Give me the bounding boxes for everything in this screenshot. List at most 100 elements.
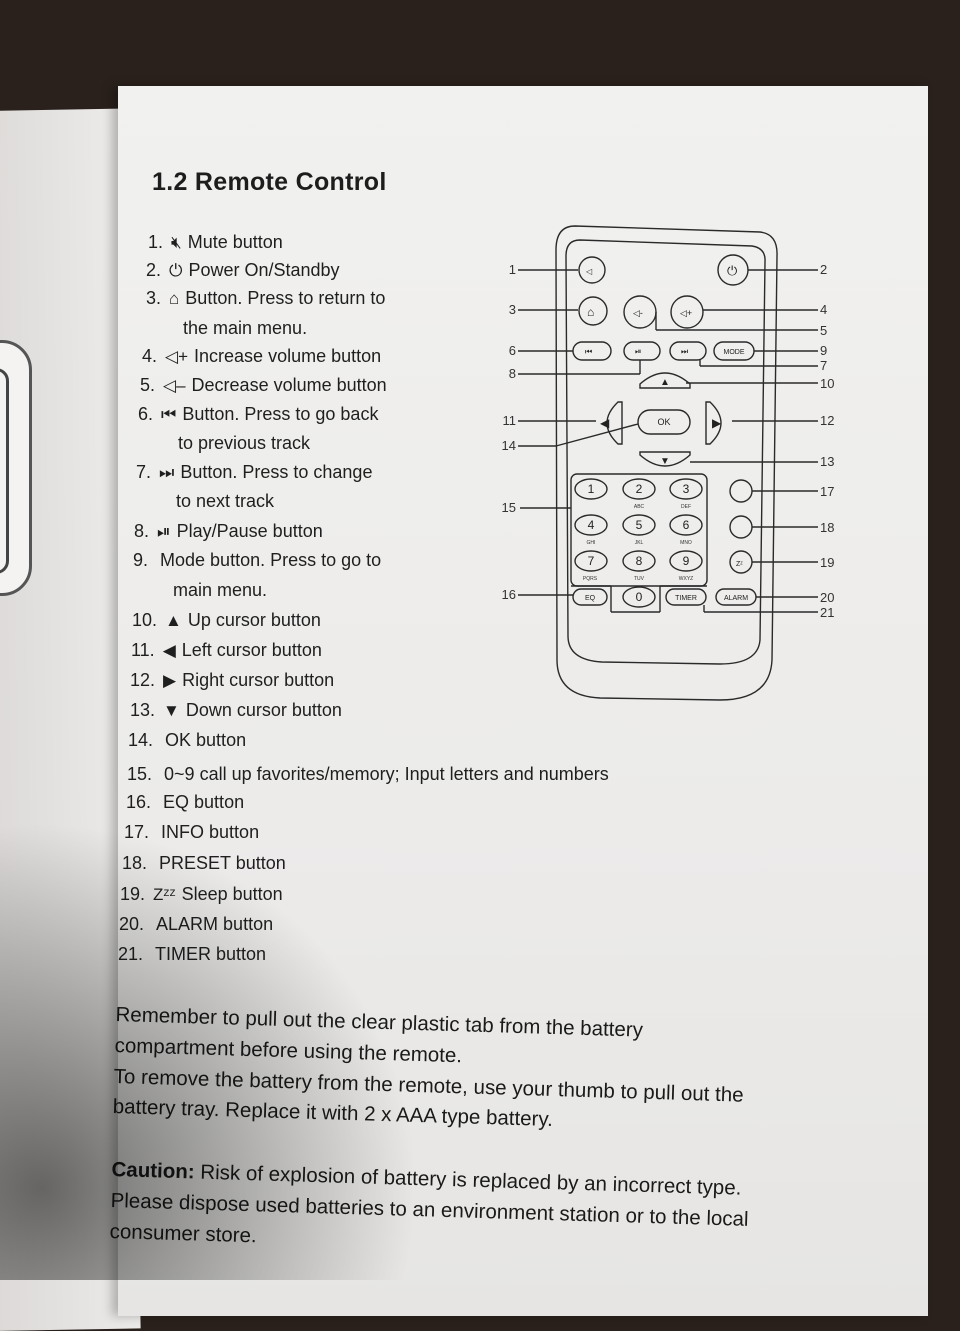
timer-button [665,588,707,606]
item-number: 1. [148,232,164,252]
item-continuation: main menu. [173,580,268,600]
svg-text:▶: ▶ [712,416,722,430]
svg-text:◁-: ◁- [633,308,643,318]
svg-text:Zᶻ: Zᶻ [736,561,743,568]
list-item: 14. OK button [128,730,246,751]
next-button [669,341,707,361]
battery-note: Remember to pull out the clear plastic t… [112,1000,745,1142]
svg-text:⏯: ⏯ [635,347,641,356]
play-pause-icon: ⏯ [157,522,171,541]
down-arrow-icon: ▼ [163,701,180,720]
svg-text:⌂: ⌂ [587,305,594,319]
item-text: Power On/Standby [188,260,340,280]
list-item: 11.◀Left cursor button [131,640,322,661]
item-text: Decrease volume button [191,375,387,395]
digit-button-label: 5 [636,518,643,532]
item-number: 10. [132,610,158,630]
remote-diagram: ◁ ⏻ ⌂ ◁- ◁+ ⏮ ⏯ ⏭ ▲ ◀ ▶ ▼ Zᶻ MODE OK EQ … [502,225,834,701]
list-item: 9. Mode button. Press to go to [133,550,381,571]
section-heading: 1.2 Remote Control [152,168,387,196]
volume-up-button [670,295,704,329]
digit-letters-label: GHI [587,540,596,546]
left-cursor-button [606,401,623,445]
item-text: EQ button [163,792,245,812]
item-number: 2. [146,260,162,280]
item-text: 0~9 call up favorites/memory; Input lett… [164,764,609,784]
digit-letters-label: PQRS [583,576,598,582]
item-number: 5. [140,375,156,395]
callout-number: 11 [503,413,517,428]
item-text: Right cursor button [182,670,335,690]
list-item: 3.⌂Button. Press to return to [146,288,385,309]
digit-button-label: 8 [636,554,643,568]
item-number: 7. [136,462,152,482]
callout-number: 19 [820,555,834,570]
item-number: 13. [130,700,156,720]
item-number: 14. [128,730,154,750]
svg-text:⏭: ⏭ [681,347,688,356]
right-cursor-button [705,401,722,445]
item-number: 8. [134,521,150,541]
info-button [729,479,753,503]
item-text: Button. Press to return to [185,288,386,308]
item-number: 9. [133,550,149,570]
list-item: 2.⏻Power On/Standby [146,260,340,281]
right-arrow-icon: ▶ [163,671,177,690]
svg-text:◁+: ◁+ [680,308,692,318]
callout-number: 14 [502,438,516,453]
item-text: Button. Press to go back [182,404,379,424]
list-item: 6. ⏮ Button. Press to go back [138,404,378,425]
svg-text:▲: ▲ [660,377,670,388]
svg-text:◁: ◁ [586,267,593,276]
callout-number: 4 [820,302,827,317]
callout-number: 17 [820,484,834,499]
callout-number: 3 [509,302,516,317]
remote-inner-outline [565,239,766,665]
callout-number: 13 [820,454,834,469]
ok-label: OK [657,417,670,427]
digit-button-label: 3 [683,482,690,496]
item-continuation: the main menu. [183,318,308,338]
preset-button [729,515,753,539]
item-text: Button. Press to change [180,462,373,482]
eq-button [572,588,608,606]
list-item: 1.🔇︎Mute button [148,232,283,253]
eq-label: EQ [585,595,596,602]
keypad-frame [570,473,708,587]
remote-body [555,225,778,701]
callout-number: 8 [509,366,516,381]
home-button [578,296,608,326]
digit-letters-label: JKL [635,540,644,546]
item-text: OK button [165,730,247,750]
mute-button [578,256,606,284]
ok-button [637,409,691,435]
callout-number: 18 [820,520,834,535]
callout-number: 2 [820,262,827,277]
item-number: 16. [126,792,152,812]
callout-number: 7 [820,358,827,373]
digit-button-label: 7 [588,554,595,568]
next-track-icon: ⏭ [159,463,175,482]
left-arrow-icon: ◀ [162,641,176,660]
svg-text:▼: ▼ [660,456,670,467]
volume-up-icon: ◁+ [165,347,189,366]
callout-number: 20 [820,590,834,605]
digit-button-label: 0 [636,590,643,604]
callout-number: 16 [502,587,516,602]
previous-track-icon: ⏮ [161,405,177,424]
item-text: Left cursor button [181,640,322,660]
item-number: 3. [146,288,162,308]
callout-number: 10 [820,376,834,391]
digit-button-label: 2 [636,482,643,496]
list-item: 4.◁+Increase volume button [142,346,381,367]
list-item: 12.▶Right cursor button [130,670,334,691]
caution-note: Caution: Risk of explosion of battery is… [109,1155,750,1266]
item-text: Mute button [187,232,283,252]
digit-letters-label: DEF [681,504,691,510]
item-text: Down cursor button [185,700,342,720]
item-text: Play/Pause button [176,521,323,541]
item-text: Mode button. Press to go to [160,550,382,570]
down-cursor-button [639,451,691,467]
item-number: 6. [138,404,154,424]
list-item: 16. EQ button [126,792,244,813]
